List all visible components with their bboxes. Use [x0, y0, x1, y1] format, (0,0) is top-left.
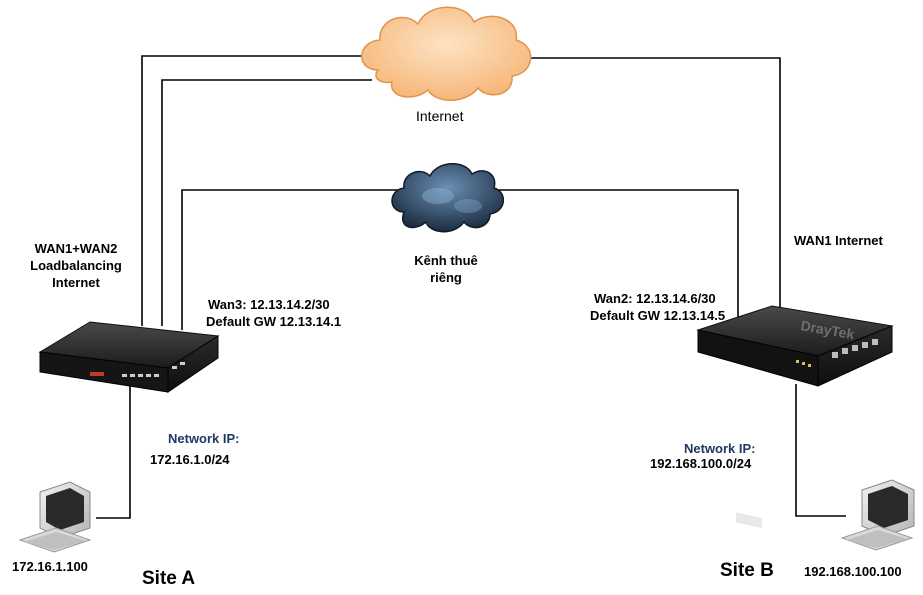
internet-label: Internet — [416, 108, 464, 124]
site-a-network-ip-value: 172.16.1.0/24 — [150, 452, 230, 467]
wan2-line-site-a — [161, 79, 372, 326]
lan-line-site-b — [795, 384, 846, 517]
site-b-router-icon: DrayTek — [696, 305, 894, 528]
site-a-pc-icon — [18, 481, 92, 553]
site-a-network-ip-title: Network IP: — [168, 431, 240, 446]
private-line-label-line1: Kênh thuê — [414, 253, 478, 268]
connection-lines — [96, 55, 846, 519]
site-b-wan2-info: Wan2: 12.13.14.6/30 Default GW 12.13.14.… — [590, 290, 725, 324]
site-b-name: Site B — [720, 560, 774, 581]
private-line-label: Kênh thuê riêng — [408, 252, 484, 286]
private-line-site-a — [181, 189, 398, 330]
internet-line-site-b — [512, 57, 781, 318]
site-b-wan2-line1: Wan2: 12.13.14.6/30 — [594, 291, 716, 306]
site-b-network-ip-title: Network IP: — [684, 441, 756, 456]
site-b-wan2-line2: Default GW 12.13.14.5 — [590, 308, 726, 323]
internet-cloud-icon — [361, 6, 532, 101]
site-a-wan-label-line3: Internet — [52, 275, 100, 290]
site-b-network-ip-value: 192.168.100.0/24 — [650, 456, 752, 471]
site-a-wan3-line1: Wan3: 12.13.14.2/30 — [208, 297, 330, 312]
site-b-pc-ip: 192.168.100.100 — [804, 564, 902, 579]
site-a-wan-label-line2: Loadbalancing — [30, 258, 122, 273]
site-a-pc-ip: 172.16.1.100 — [12, 559, 88, 574]
private-line-cloud-icon — [391, 163, 504, 233]
lan-line-site-a — [96, 384, 131, 519]
site-b-wan-label: WAN1 Internet — [794, 233, 883, 248]
site-a-router-icon — [38, 321, 220, 393]
site-b-pc-icon — [840, 479, 915, 551]
site-a-name: Site A — [142, 568, 196, 589]
site-a-wan3-line2: Default GW 12.13.14.1 — [206, 314, 342, 329]
private-line-site-b — [492, 189, 739, 328]
site-a-wan-label: WAN1+WAN2 Loadbalancing Internet — [14, 240, 138, 291]
site-a-wan-label-line1: WAN1+WAN2 — [34, 241, 118, 256]
site-a-wan3-info: Wan3: 12.13.14.2/30 Default GW 12.13.14.… — [206, 296, 341, 330]
wan1-line-site-a — [141, 55, 372, 326]
private-line-label-line2: riêng — [430, 270, 462, 285]
